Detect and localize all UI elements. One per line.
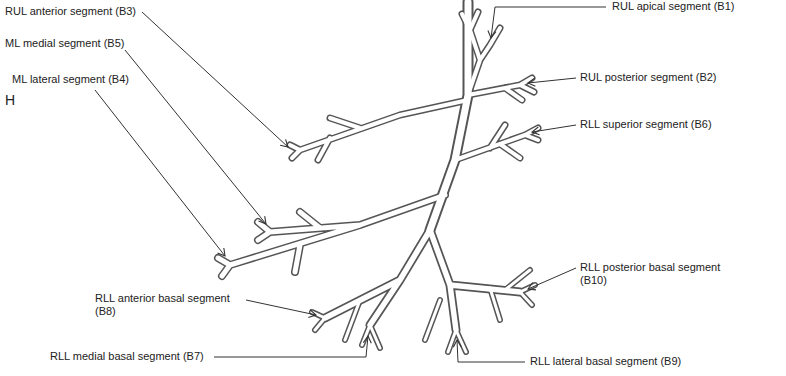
leader-line: [532, 125, 576, 132]
segment-label: RUL apical segment (B1): [612, 0, 734, 13]
segment-label: ML medial segment (B5): [5, 37, 124, 50]
leader-line: [457, 340, 525, 362]
segment-label: RLL anterior basal segment (B8): [95, 292, 243, 318]
segment-label: RLL posterior basal segment (B10): [580, 261, 730, 287]
leader-lines: [95, 7, 606, 362]
bronchi-outline: [218, 2, 538, 352]
leader-line: [125, 50, 266, 224]
leader-line: [214, 336, 368, 357]
leader-line: [142, 12, 288, 147]
segment-label: RLL medial basal segment (B7): [50, 350, 204, 363]
leader-line: [528, 78, 576, 83]
segment-label: RLL superior segment (B6): [580, 118, 712, 131]
leader-line: [491, 7, 606, 38]
leader-line: [528, 268, 576, 289]
panel-letter: H: [5, 92, 15, 108]
segment-label: RLL lateral basal segment (B9): [530, 355, 681, 368]
segment-label: RUL anterior segment (B3): [5, 5, 136, 18]
leader-line: [95, 90, 225, 256]
leader-line: [246, 300, 316, 315]
segment-label: RUL posterior segment (B2): [580, 71, 717, 84]
segment-label: ML lateral segment (B4): [12, 73, 129, 86]
